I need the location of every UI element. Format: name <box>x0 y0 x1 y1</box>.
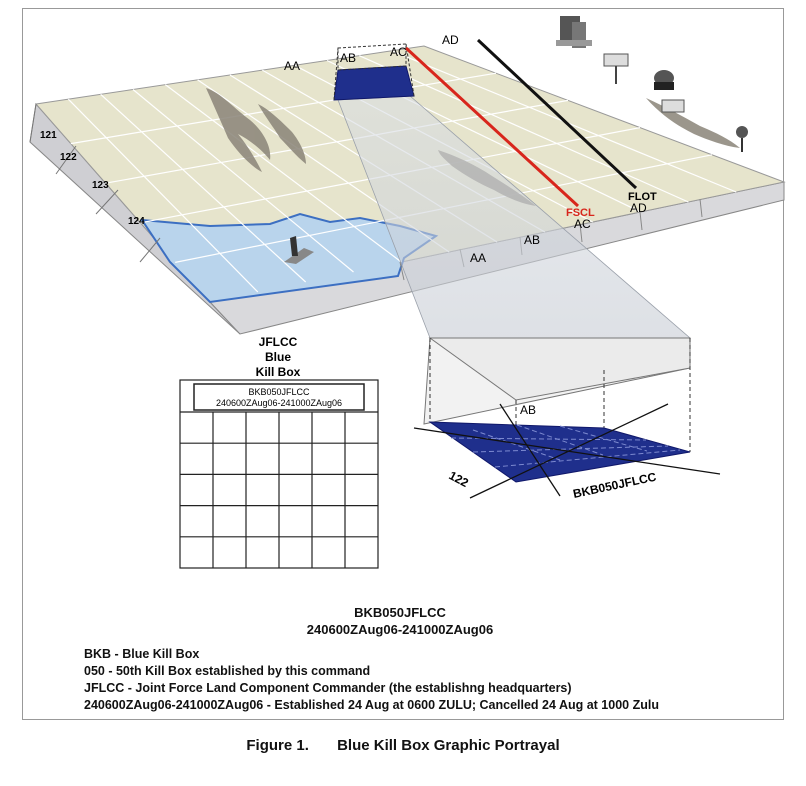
antenna-icon <box>736 126 748 152</box>
jflcc-title-line-1: JFLCC <box>259 335 298 349</box>
row-dividers <box>29 103 161 263</box>
terrain-grid-line <box>359 55 689 203</box>
jflcc-header-dates: 240600ZAug06-241000ZAug06 <box>216 398 342 408</box>
jflcc-title-line-3: Kill Box <box>256 365 301 379</box>
front-col-label-ad: AD <box>630 201 647 215</box>
legend-item: BKB - Blue Kill Box <box>84 647 200 661</box>
jflcc-header-box <box>193 383 365 411</box>
terrain-grid-line <box>100 93 307 283</box>
terrain-grid-line <box>70 72 497 145</box>
terrain-grid-line <box>67 98 259 293</box>
zoom-box-code: BKB050JFLCC <box>572 470 658 501</box>
fscl-line <box>404 46 580 208</box>
row-label-124: 124 <box>128 216 145 227</box>
front-col-label-ac: AC <box>574 217 591 231</box>
terrain-grid-line <box>105 99 569 184</box>
flot-line <box>476 38 638 190</box>
front-col-label-ab: AB <box>524 233 540 247</box>
aircraft-icon <box>284 236 314 264</box>
jflcc-kill-box-grid <box>179 379 379 569</box>
legend: BKB - Blue Kill Box 050 - 50th Kill Box … <box>84 646 659 714</box>
radar-icon <box>603 53 629 84</box>
legend-item: 050 - 50th Kill Box established by this … <box>84 664 371 678</box>
designation-dates: 240600ZAug06-241000ZAug06 <box>306 622 494 637</box>
row-label-121: 121 <box>40 130 57 141</box>
vehicle-icon <box>661 99 685 113</box>
row-label-122: 122 <box>60 152 77 163</box>
top-col-label-ac: AC <box>390 45 407 59</box>
designation-block: BKB050JFLCC 240600ZAug06-241000ZAug06 <box>200 604 600 638</box>
jflcc-title-line-2: Blue <box>265 350 291 364</box>
building-icon <box>556 16 592 48</box>
terrain-grid <box>67 50 737 293</box>
dish-icon <box>654 70 674 90</box>
front-col-label-aa: AA <box>470 251 486 265</box>
zoom-row-label: 122 <box>447 468 472 490</box>
top-col-label-ad: AD <box>442 33 459 47</box>
fscl-label: FSCL <box>566 207 595 219</box>
legend-item: JFLCC - Joint Force Land Component Comma… <box>84 681 572 695</box>
map-kill-box <box>333 65 415 101</box>
terrain-grid-line <box>132 89 354 273</box>
top-col-label-ab: AB <box>340 51 356 65</box>
figure-caption: Figure 1. Blue Kill Box Graphic Portraya… <box>0 737 806 754</box>
caption-number: Figure 1. <box>246 737 309 754</box>
map-kill-box-volume <box>337 43 407 71</box>
flot-label: FLOT <box>628 191 657 203</box>
jflcc-header-code: BKB050JFLCC <box>248 387 310 397</box>
caption-title: Blue Kill Box Graphic Portrayal <box>337 737 560 754</box>
top-col-label-aa: AA <box>284 59 300 73</box>
terrain-grid-line <box>164 84 402 263</box>
designation-code: BKB050JFLCC <box>354 605 446 620</box>
legend-item: 240600ZAug06-241000ZAug06 - Established … <box>84 698 659 712</box>
zoom-column-label: AB <box>520 403 536 417</box>
row-label-123: 123 <box>92 180 109 191</box>
